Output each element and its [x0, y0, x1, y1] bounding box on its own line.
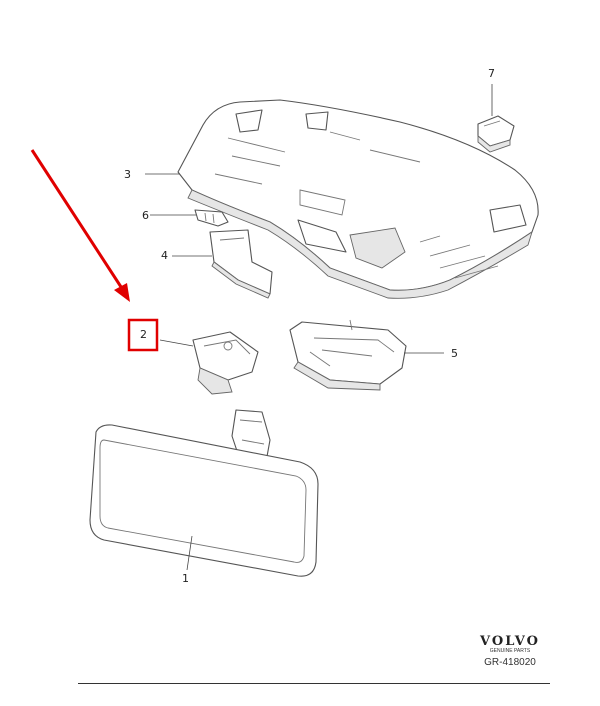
brand-logo: VOLVO — [480, 634, 540, 649]
brand-subtitle: GENUINE PARTS — [489, 648, 531, 654]
highlight-box — [127, 318, 159, 352]
part-2-mirror-mount — [192, 331, 259, 395]
part-1-rearview-mirror — [89, 409, 319, 577]
callout-1: 1 — [182, 572, 189, 585]
part-4-sensor-bracket — [209, 229, 273, 299]
part-6-bracket — [194, 209, 229, 227]
callout-5: 5 — [451, 347, 458, 360]
callout-labels: 1 2 3 4 5 6 7 — [124, 67, 495, 585]
part-3-roof-console-cover — [177, 99, 539, 299]
drawing-reference: GR-418020 — [484, 657, 536, 668]
leader-lines — [145, 84, 493, 571]
callout-3: 3 — [124, 168, 131, 181]
part-5-sensor-cover — [289, 319, 407, 391]
callout-7: 7 — [488, 67, 495, 80]
callout-6: 6 — [142, 209, 149, 222]
callout-2: 2 — [140, 328, 147, 341]
footer-divider — [78, 683, 550, 684]
callout-4: 4 — [161, 249, 168, 262]
pointer-arrow — [30, 149, 130, 302]
part-7-clip — [477, 115, 515, 153]
